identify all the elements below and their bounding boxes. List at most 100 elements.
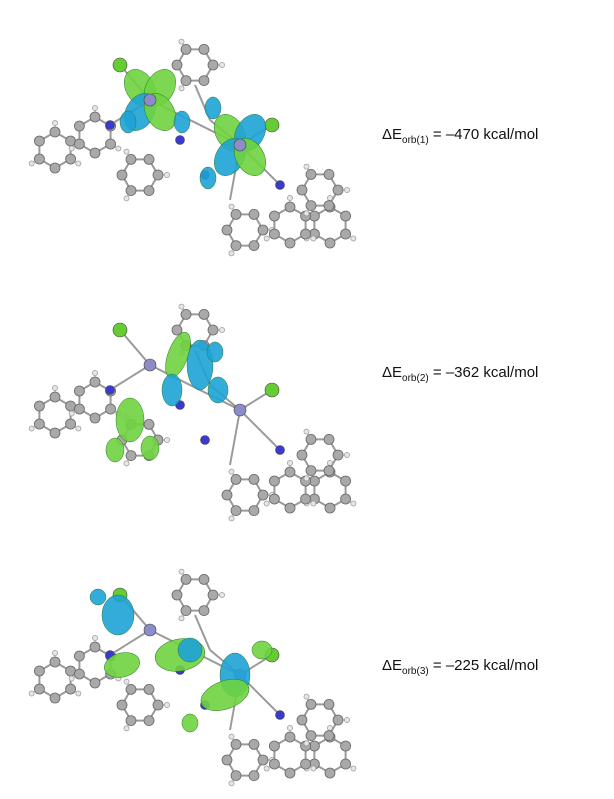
carbon-atom (257, 489, 269, 501)
hydrogen-atom (28, 425, 35, 432)
carbon-atom (323, 169, 335, 180)
hydrogen-atom (75, 160, 82, 167)
orbital-lobe (177, 637, 203, 663)
hydrogen-atom (350, 765, 357, 772)
carbon-atom (300, 758, 311, 770)
carbon-atom (269, 740, 280, 752)
hydrogen-atom (228, 733, 235, 740)
carbon-atom (269, 758, 280, 770)
carbon-atom (180, 75, 192, 86)
orbital-lobe (186, 339, 214, 391)
carbon-atom (49, 692, 61, 704)
bond (239, 409, 281, 451)
nitrogen-atom (275, 180, 285, 190)
carbon-atom (230, 739, 242, 750)
carbon-atom (74, 385, 85, 397)
carbon-atom (340, 740, 351, 752)
orbital-lobe (119, 110, 137, 134)
carbon-atom (125, 450, 137, 461)
delta-e-symbol: ΔE (382, 657, 403, 674)
carbon-atom (180, 605, 192, 616)
hydrogen-atom (228, 203, 235, 210)
nitrogen-atom (105, 385, 115, 395)
carbon-atom (74, 138, 85, 150)
carbon-atom (284, 767, 296, 779)
hydrogen-atom (303, 740, 310, 747)
orbital-lobe (206, 341, 224, 363)
hydrogen-atom (303, 475, 310, 482)
hydrogen-atom (178, 38, 185, 45)
hydrogen-atom (310, 235, 317, 242)
orbital-lobe (105, 437, 125, 463)
bond (119, 329, 151, 366)
metal-atom (233, 138, 247, 152)
delta-e-symbol: ΔE (382, 126, 403, 143)
carbon-atom (49, 162, 61, 174)
carbon-atom (152, 699, 164, 711)
hydrogen-atom (303, 693, 310, 700)
carbon-atom (269, 228, 280, 240)
bond (194, 614, 211, 651)
carbon-atom (116, 169, 128, 181)
carbon-atom (171, 324, 183, 336)
carbon-atom (221, 224, 233, 236)
carbon-atom (305, 699, 317, 710)
hydrogen-atom (28, 690, 35, 697)
carbon-atom (89, 147, 101, 159)
carbon-atom (207, 324, 219, 336)
hydrogen-atom (344, 187, 350, 193)
hydrogen-atom (75, 690, 82, 697)
chlorine-atom (112, 57, 128, 73)
carbon-atom (305, 465, 317, 476)
carbon-atom (171, 589, 183, 601)
carbon-atom (105, 403, 116, 415)
carbon-atom (34, 665, 45, 677)
hydrogen-atom (75, 425, 82, 432)
carbon-atom (340, 493, 351, 505)
hydrogen-atom (219, 592, 225, 598)
carbon-atom (125, 715, 137, 726)
orbital-lobe (89, 588, 107, 606)
hydrogen-atom (178, 303, 185, 310)
carbon-atom (340, 228, 351, 240)
hydrogen-atom (178, 615, 185, 622)
carbon-atom (230, 240, 242, 251)
carbon-atom (230, 505, 242, 516)
carbon-atom (340, 210, 351, 222)
carbon-atom (143, 715, 155, 726)
hydrogen-atom (344, 452, 350, 458)
carbon-atom (269, 475, 280, 487)
carbon-atom (105, 138, 116, 150)
carbon-atom (248, 505, 260, 516)
carbon-atom (143, 154, 155, 165)
chlorine-atom (112, 322, 128, 338)
orbital-lobe (173, 110, 191, 134)
carbon-atom (171, 59, 183, 71)
carbon-atom (332, 184, 344, 196)
carbon-atom (305, 169, 317, 180)
carbon-atom (323, 730, 335, 741)
hydrogen-atom (92, 370, 98, 376)
carbon-atom (65, 683, 76, 695)
carbon-atom (305, 730, 317, 741)
carbon-atom (125, 684, 137, 695)
carbon-atom (296, 449, 308, 461)
hydrogen-atom (287, 725, 293, 731)
energy-value: = –470 kcal/mol (432, 126, 539, 143)
hydrogen-atom (123, 725, 130, 732)
hydrogen-atom (344, 717, 350, 723)
carbon-atom (269, 210, 280, 222)
hydrogen-atom (263, 500, 270, 507)
carbon-atom (230, 770, 242, 781)
orbital-lobe (207, 376, 229, 404)
nitrogen-atom (200, 435, 210, 445)
hydrogen-atom (123, 678, 130, 685)
carbon-atom (89, 111, 101, 123)
hydrogen-atom (164, 702, 170, 708)
orbital-lobe (101, 594, 135, 636)
carbon-atom (332, 714, 344, 726)
metal-atom (143, 358, 157, 372)
energy-label-2: ΔEorb(2) = –362 kcal/mol (382, 364, 538, 384)
carbon-atom (340, 475, 351, 487)
carbon-atom (34, 418, 45, 430)
